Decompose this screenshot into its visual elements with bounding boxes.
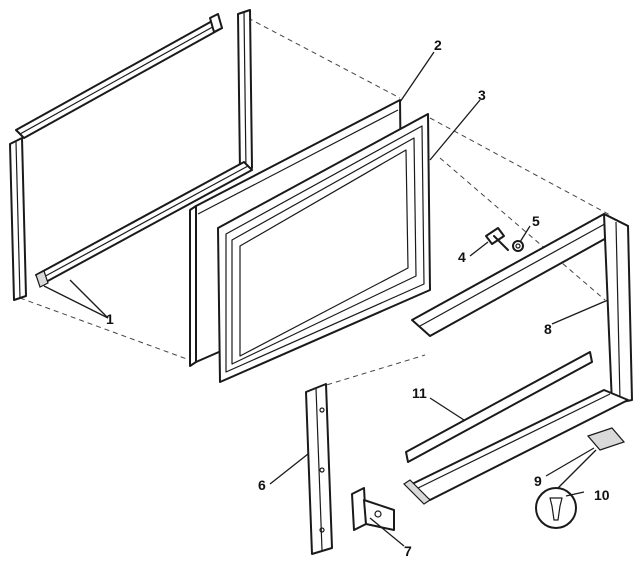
callout-9: 9 <box>534 473 542 489</box>
callout-11: 11 <box>412 385 427 401</box>
callout-8: 8 <box>544 321 552 337</box>
callout-6: 6 <box>258 477 266 493</box>
part-11-strip <box>405 351 593 463</box>
callout-7: 7 <box>404 543 412 559</box>
part-3-door-liner <box>217 113 431 383</box>
callout-4: 4 <box>458 249 466 265</box>
part-7-small-bracket <box>351 487 395 531</box>
part-8-outer-frame <box>403 213 633 505</box>
part-6-side-bracket <box>305 383 333 555</box>
part-5-nut <box>512 240 524 252</box>
part-4-screw <box>485 227 509 251</box>
leader-lines <box>43 51 609 547</box>
part-10-detail-circle <box>535 487 577 529</box>
part-9-clip <box>586 427 626 451</box>
alignment-guides <box>19 17 611 391</box>
callout-2: 2 <box>434 37 442 53</box>
callout-labels: 1 2 3 4 5 6 7 8 9 10 11 <box>106 37 610 559</box>
part-1-trim-frame <box>9 9 253 301</box>
callout-1: 1 <box>106 311 114 327</box>
callout-10: 10 <box>594 487 610 503</box>
callout-5: 5 <box>532 213 540 229</box>
callout-3: 3 <box>478 87 486 103</box>
